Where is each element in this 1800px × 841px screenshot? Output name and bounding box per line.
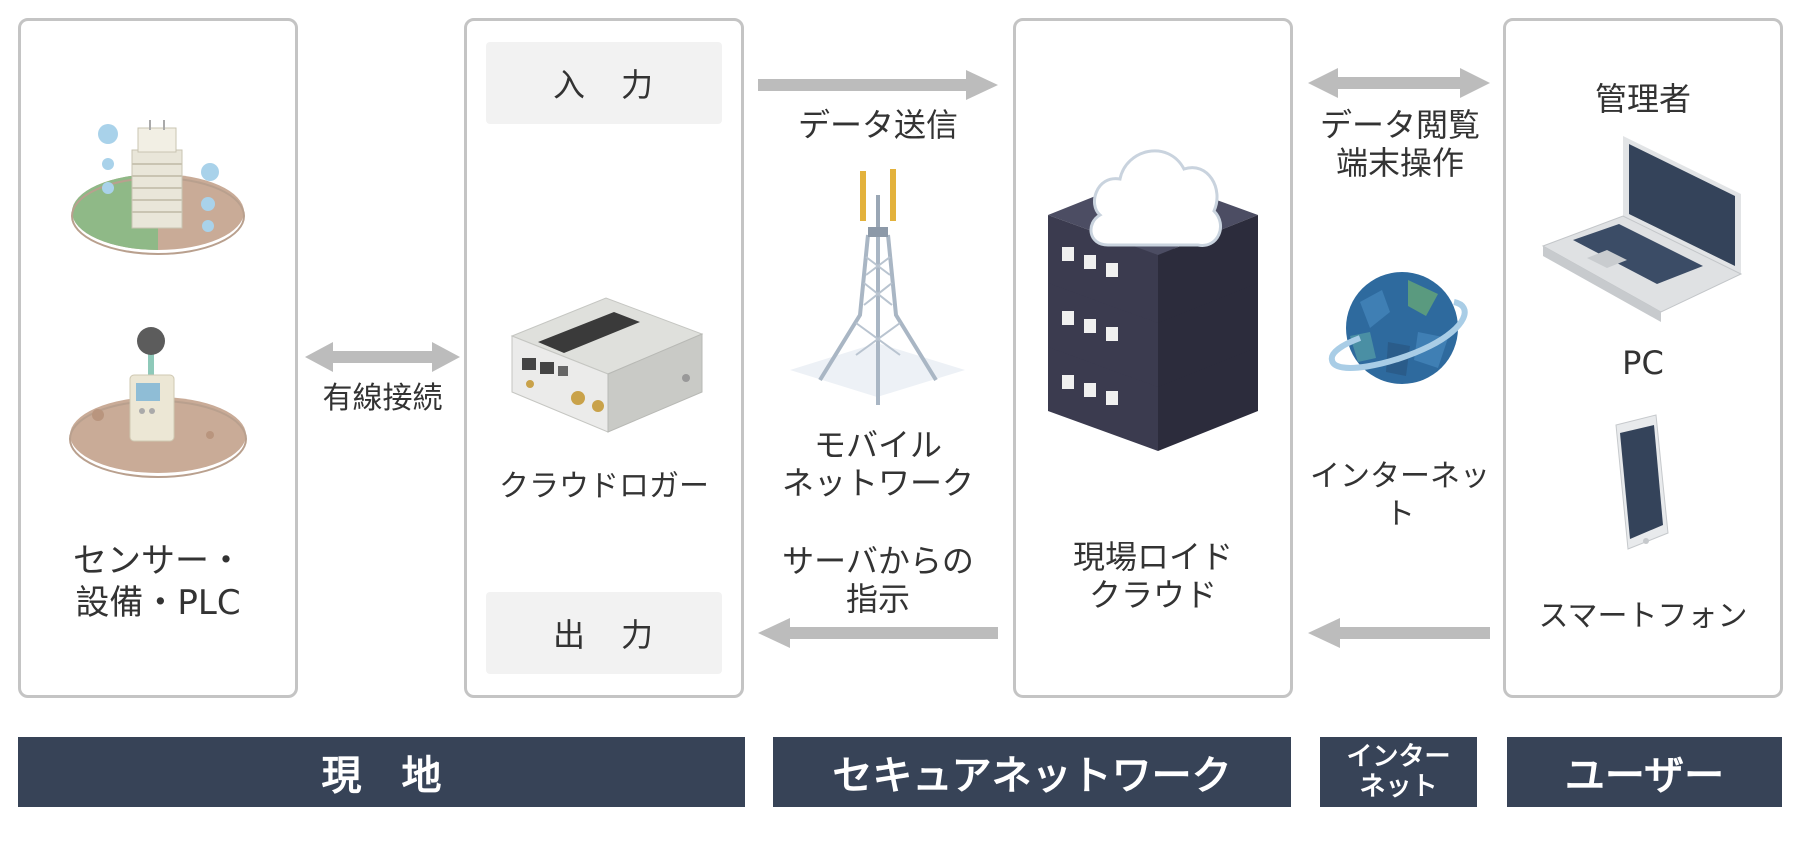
wired-label: 有線接続 xyxy=(322,381,443,416)
data-view-double-arrow xyxy=(1308,68,1490,98)
pc-label: PC xyxy=(1622,344,1664,382)
admin-label: 管理者 xyxy=(1594,80,1691,118)
mobile-network-label: モバイル ネットワーク xyxy=(781,426,974,502)
genba-lloyd-cloud-label: 現場ロイド クラウド xyxy=(1072,538,1233,614)
cloud-server-icon xyxy=(1048,149,1258,451)
internet-return-arrow xyxy=(1308,618,1490,648)
sensor-label: センサー・ 設備・PLC xyxy=(73,541,243,623)
data-send-label: データ送信 xyxy=(797,106,958,144)
smartphone-icon xyxy=(1615,414,1669,550)
secure-network-band: セキュアネットワーク xyxy=(773,737,1291,807)
data-send-arrow xyxy=(758,70,998,100)
smartphone-label: スマートフォン xyxy=(1538,599,1748,634)
user-band: ユーザー xyxy=(1507,737,1782,807)
instruction-arrow xyxy=(758,618,998,648)
laptop-icon xyxy=(1541,136,1743,322)
cloud-logger-device-icon xyxy=(510,297,704,433)
wired-double-arrow xyxy=(305,342,460,372)
user-panel xyxy=(1503,18,1783,698)
server-instruction-label: サーバからの 指示 xyxy=(782,542,974,618)
weather-station-icon xyxy=(71,120,245,255)
sound-meter-icon xyxy=(69,327,247,478)
mobile-tower-icon xyxy=(790,169,965,405)
output-box: 出 力 xyxy=(486,592,722,674)
cloud-logger-label: クラウドロガー xyxy=(499,469,709,504)
data-view-label: データ閲覧 端末操作 xyxy=(1319,106,1480,182)
internet-band: インター ネット xyxy=(1320,737,1477,807)
site-band: 現 地 xyxy=(18,737,745,807)
input-box: 入 力 xyxy=(486,42,722,124)
internet-label: インターネット xyxy=(1310,459,1490,532)
globe-icon xyxy=(1328,272,1468,384)
